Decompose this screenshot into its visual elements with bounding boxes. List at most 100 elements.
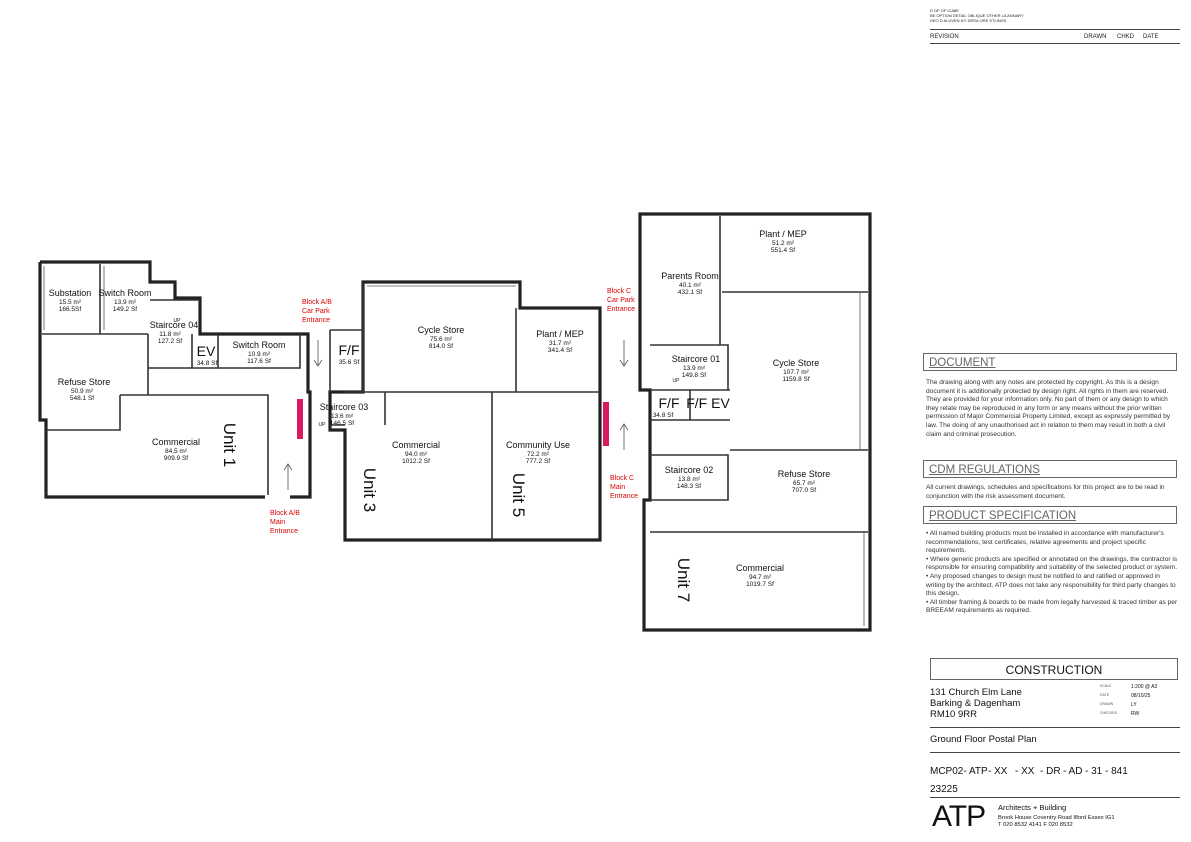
- entrance-label: Block C: [607, 288, 631, 295]
- drawn-col: DRAWN: [1084, 34, 1107, 40]
- company-address-line: Brook House Coventry Road Ilford Essex I…: [998, 815, 1115, 821]
- unit-label: Unit 7: [674, 558, 693, 602]
- header-notes: D OF OF ICA8E BE OPTION DETAIL OBLIQUE O…: [930, 8, 1024, 23]
- room-area-sf: 34.8 Sf: [653, 412, 674, 419]
- entrance-label: Main: [610, 484, 625, 491]
- revision-col: REVISION: [930, 34, 959, 40]
- room-area: 51.2 m²: [772, 240, 795, 247]
- divider: [930, 752, 1180, 753]
- room-area-sf: 909.9 Sf: [164, 455, 188, 462]
- room-name: Parents Room: [661, 271, 719, 281]
- room-area: 94.7 m²: [749, 574, 772, 581]
- room-name: Plant / MEP: [759, 229, 807, 239]
- room-area: 94.0 m²: [405, 451, 428, 458]
- room-name: Switch Room: [232, 340, 285, 350]
- cdm-heading: CDM REGULATIONS: [923, 460, 1177, 478]
- unit-label: Unit 5: [509, 473, 528, 517]
- room-name: Switch Room: [98, 288, 151, 298]
- room-area-sf: 34.8 Sf: [197, 360, 218, 367]
- room-area-sf: 551.4 Sf: [771, 247, 795, 254]
- door-marker: [603, 402, 609, 446]
- room-area-sf: 707.0 Sf: [792, 487, 816, 494]
- room-name: Staircore 02: [665, 465, 714, 475]
- room-area: 84.5 m²: [165, 448, 188, 455]
- stair-up-mark: UP: [673, 378, 681, 384]
- entrance-label: Entrance: [270, 528, 298, 535]
- status-box: CONSTRUCTION: [930, 658, 1178, 680]
- meta-value: RW: [1131, 711, 1140, 717]
- room-name: Commercial: [392, 440, 440, 450]
- header-note: BE OPTION DETAIL OBLIQUE OTHER LA ANNARY: [930, 13, 1024, 18]
- room-area-sf: 166.5Sf: [59, 306, 82, 313]
- room-name: Refuse Store: [58, 377, 111, 387]
- company-tagline: Architects + Building: [998, 803, 1067, 812]
- room-name: Commercial: [736, 563, 784, 573]
- header-note: D OF OF ICA8E: [930, 8, 959, 13]
- meta-label: CHECKED: [1100, 711, 1118, 715]
- room-name: F/F: [659, 395, 680, 411]
- entrance-label: Block C: [610, 475, 634, 482]
- meta-value: 1:200 @ A3: [1131, 684, 1158, 690]
- entrance-label: Car Park: [302, 308, 330, 315]
- room-area: 107.7 m²: [783, 369, 809, 376]
- job-number: 23225: [930, 784, 958, 795]
- room-name: Commercial: [152, 437, 200, 447]
- room-name: F/F: [339, 342, 360, 358]
- stair-up-mark: UP: [319, 422, 327, 428]
- room-name: Substation: [49, 288, 92, 298]
- entrance-label: Entrance: [607, 306, 635, 313]
- cdm-text: All current drawings, schedules and spec…: [926, 484, 1178, 501]
- drawing-number-part: - XX: [988, 766, 1008, 777]
- room-area: 13.6 m²: [331, 413, 354, 420]
- room-area-sf: 149.2 Sf: [113, 306, 137, 313]
- product-bullet: • Any proposed changes to design must be…: [926, 572, 1176, 598]
- product-bullet: • All timber framing & boards to be made…: [926, 598, 1178, 615]
- block-ab-west-walls: [38, 260, 312, 499]
- drawing-number-part: MCP02-: [930, 766, 967, 777]
- drawing-number-part: - 31: [1085, 766, 1103, 777]
- room-area-sf: 814.0 Sf: [429, 343, 453, 350]
- entrance-label: Car Park: [607, 297, 635, 304]
- drawing-title: Ground Floor Postal Plan: [930, 734, 1037, 745]
- room-area: 40.1 m²: [679, 282, 702, 289]
- document-paragraph: The drawing along with any notes are pro…: [926, 379, 1171, 438]
- room-area-sf: 146.5 Sf: [330, 420, 354, 427]
- room-area-sf: 777.2 Sf: [526, 458, 550, 465]
- room-area: 13.9 m²: [114, 299, 137, 306]
- drawing-number-part: - 841: [1105, 766, 1128, 777]
- divider: [930, 29, 1180, 30]
- room-area-sf: 127.2 Sf: [158, 338, 182, 345]
- unit-label: Unit 1: [220, 423, 239, 467]
- room-area-sf: 1159.8 Sf: [782, 376, 810, 383]
- room-area-sf: 548.1 Sf: [70, 395, 94, 402]
- document-text: The drawing along with any notes are pro…: [926, 379, 1178, 439]
- room-area: 11.8 m²: [159, 331, 181, 338]
- room-area: 50.9 m²: [71, 388, 94, 395]
- address-line: RM10 9RR: [930, 709, 977, 720]
- entrance-label: Entrance: [610, 493, 638, 500]
- room-name: Refuse Store: [778, 469, 831, 479]
- address-line: 131 Church Elm Lane: [930, 687, 1022, 698]
- header-note: DEO D ALUVEN KO DERA ORE STLINGS: [930, 18, 1007, 23]
- block-central-walls: [328, 280, 602, 542]
- room-area: 15.5 m²: [59, 299, 82, 306]
- room-area: 65.7 m²: [793, 480, 816, 487]
- block-c-walls: [638, 212, 872, 632]
- room-area: 75.6 m²: [430, 336, 453, 343]
- divider: [930, 797, 1180, 798]
- meta-label: DATE: [1100, 693, 1110, 697]
- door-marker: [297, 399, 303, 439]
- meta-label: SCALE: [1100, 684, 1112, 688]
- stair-up-mark: UP: [174, 318, 182, 324]
- room-name: Staircore 01: [672, 354, 721, 364]
- room-area: 31.7 m²: [549, 340, 572, 347]
- meta-label: DRAWN: [1100, 702, 1114, 706]
- room-area: 72.2 m²: [527, 451, 550, 458]
- product-heading: PRODUCT SPECIFICATION: [923, 506, 1177, 524]
- divider: [930, 727, 1180, 728]
- room-name: Cycle Store: [773, 358, 820, 368]
- room-area-sf: 432.1 Sf: [678, 289, 702, 296]
- room-area-sf: 148.3 Sf: [677, 483, 701, 490]
- entrance-label: Entrance: [302, 317, 330, 324]
- room-name: Community Use: [506, 440, 570, 450]
